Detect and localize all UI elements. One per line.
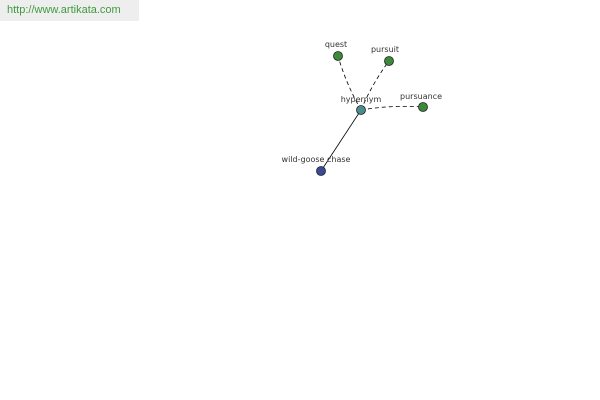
node-pursuance[interactable]: pursuance bbox=[400, 92, 442, 112]
node-dot-hypernym[interactable] bbox=[356, 105, 366, 115]
node-label-hypernym: hypernym bbox=[341, 95, 382, 104]
node-label-pursuit: pursuit bbox=[371, 45, 399, 54]
graph-nodes: hypernym quest pursuit pursuance wild-goose … bbox=[282, 40, 442, 176]
node-label-quest: quest bbox=[325, 40, 347, 49]
node-label-pursuance: pursuance bbox=[400, 92, 442, 101]
node-dot-pursuit[interactable] bbox=[384, 56, 394, 66]
source-banner: http://www.artikata.com bbox=[0, 0, 139, 21]
node-pursuit[interactable]: pursuit bbox=[371, 45, 399, 66]
node-quest[interactable]: quest bbox=[325, 40, 347, 61]
node-label-wild-goose-chase: wild-goose chase bbox=[282, 155, 351, 164]
node-dot-quest[interactable] bbox=[333, 51, 343, 61]
edge-hypernym-pursuance bbox=[360, 105, 424, 111]
node-wild-goose-chase[interactable]: wild-goose chase bbox=[282, 155, 351, 176]
node-hypernym[interactable]: hypernym bbox=[341, 95, 382, 115]
source-url-link[interactable]: http://www.artikata.com bbox=[7, 4, 121, 16]
node-dot-wild-goose-chase[interactable] bbox=[316, 166, 326, 176]
edge-hypernym-quest bbox=[337, 55, 362, 111]
edge-hypernym-wild-goose-chase bbox=[320, 109, 362, 172]
graph-edges bbox=[320, 55, 424, 172]
node-dot-pursuance[interactable] bbox=[418, 102, 428, 112]
